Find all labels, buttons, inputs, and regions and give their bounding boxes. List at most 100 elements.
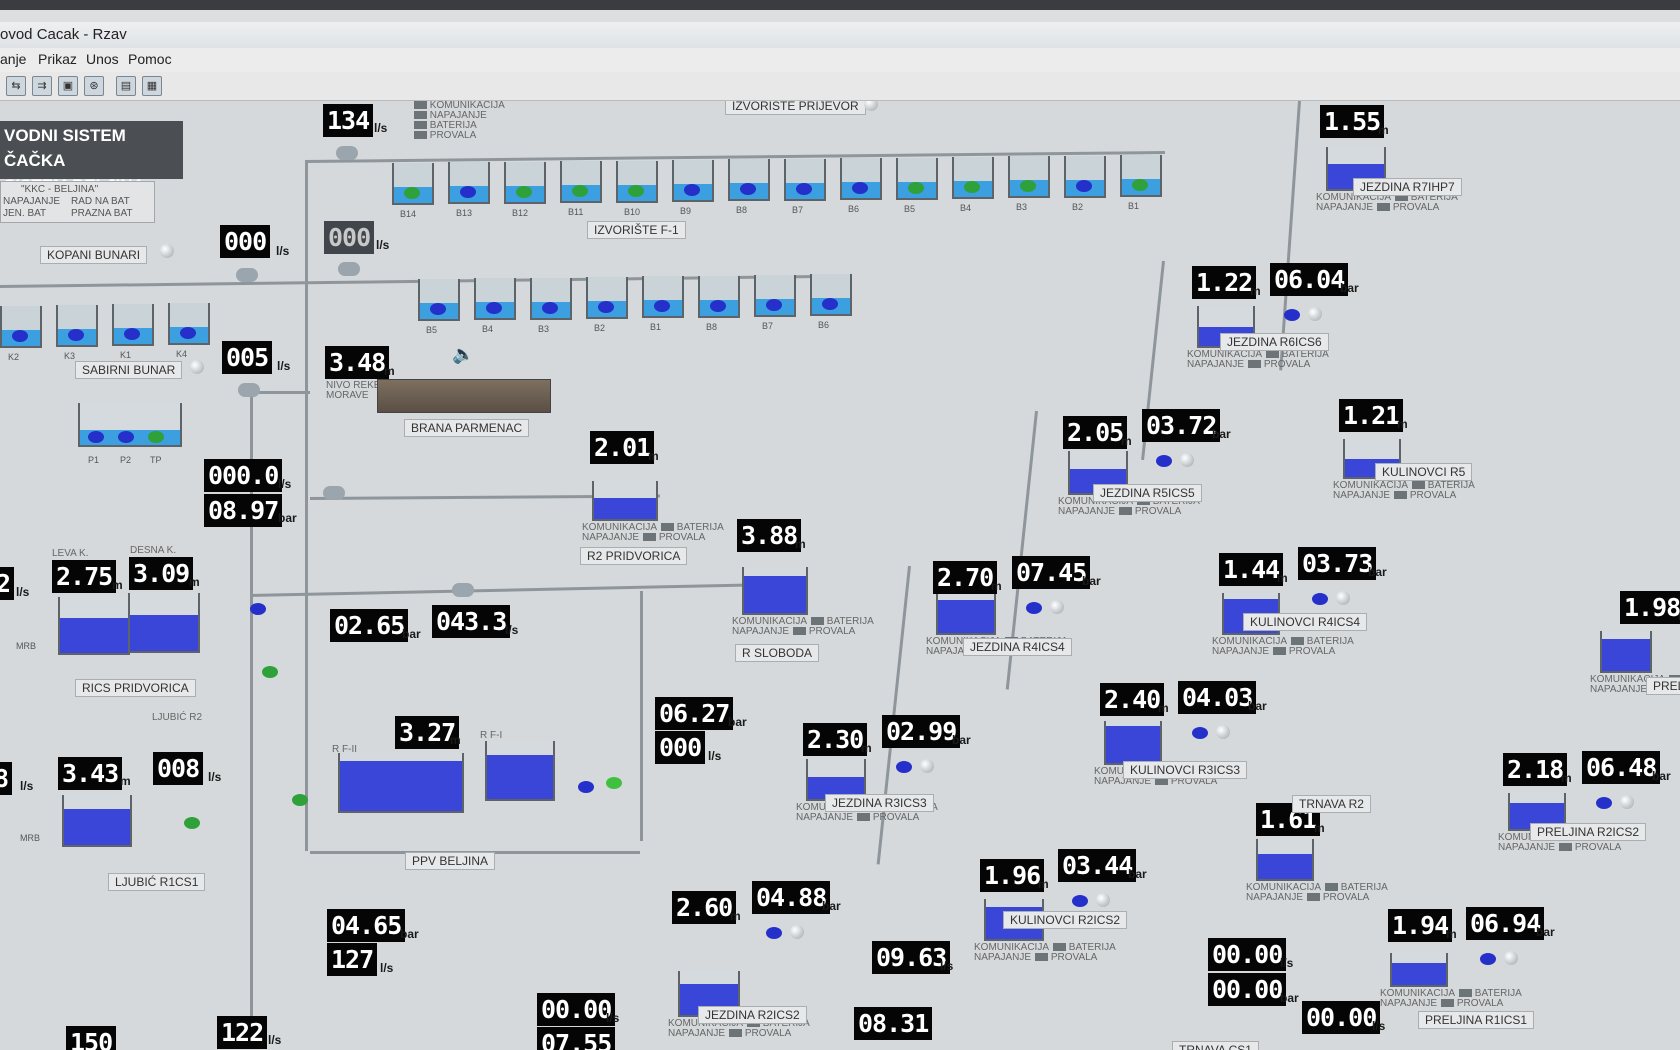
well-pump[interactable]: [542, 301, 558, 314]
well-pump[interactable]: [598, 300, 614, 313]
station-indicator[interactable]: [1308, 307, 1322, 321]
prijevor-flow-display: 134: [323, 104, 374, 137]
station-pump[interactable]: [896, 761, 912, 773]
station-indicator[interactable]: [1620, 795, 1634, 809]
menu-item-prikaz[interactable]: Prikaz: [38, 51, 77, 67]
well-pump[interactable]: [852, 182, 868, 195]
well-pump[interactable]: [1020, 180, 1036, 193]
well-pump[interactable]: [684, 184, 700, 196]
station-indicator[interactable]: [1096, 893, 1110, 907]
well-pump[interactable]: [1132, 179, 1148, 192]
well-pump[interactable]: [68, 329, 84, 341]
f1-valve[interactable]: [338, 262, 360, 276]
main-valve[interactable]: [323, 486, 345, 500]
well-pump[interactable]: [486, 302, 502, 315]
rics-pump-2[interactable]: [262, 666, 278, 678]
station-pump[interactable]: [1312, 593, 1328, 605]
reservoir-level-display: 1.96: [980, 859, 1045, 892]
speaker-icon[interactable]: 🔈: [452, 344, 475, 364]
ppv-level: 3.27: [395, 716, 460, 749]
well-id: B12: [512, 207, 529, 218]
ppv-pump-1[interactable]: [292, 794, 308, 806]
well-pump[interactable]: [796, 182, 812, 195]
network-icon[interactable]: ⇆: [6, 76, 26, 96]
well-pump[interactable]: [124, 328, 140, 340]
reservoir-tank: [936, 591, 996, 635]
unit-label: bar: [1368, 565, 1387, 579]
unit-label: m: [795, 537, 806, 551]
station-indicator[interactable]: [1180, 453, 1194, 467]
well-pump[interactable]: [822, 298, 838, 311]
station-indicator[interactable]: [1336, 591, 1350, 605]
well-id: K3: [64, 351, 76, 361]
sabirni-indicator[interactable]: [190, 360, 204, 374]
station-pump[interactable]: [1156, 455, 1172, 467]
station-pump[interactable]: [1480, 953, 1496, 965]
well-pump[interactable]: [654, 300, 670, 313]
station-pump[interactable]: [1026, 602, 1042, 614]
station-indicator[interactable]: [790, 925, 804, 939]
well-pump[interactable]: [460, 186, 476, 199]
well-pump[interactable]: [964, 181, 980, 193]
station-pump[interactable]: [1596, 797, 1612, 809]
station-pump[interactable]: [766, 927, 782, 939]
well-pump[interactable]: [180, 327, 196, 339]
book-icon[interactable]: ▤: [116, 76, 136, 96]
kopani-indicator[interactable]: [160, 244, 174, 258]
pressure-display: 06.48: [1582, 751, 1661, 784]
reservoir-water-level: [1392, 962, 1446, 985]
reservoir-level-display: 2.40: [1100, 683, 1165, 716]
well-id: B9: [680, 206, 692, 216]
sabirni-pump-p1[interactable]: [88, 431, 104, 443]
menu-item-upravljanje[interactable]: anje: [0, 51, 27, 67]
pressure-display: 06.94: [1466, 907, 1545, 940]
chart-icon[interactable]: ▦: [142, 76, 162, 96]
prijevor-valve[interactable]: [336, 146, 358, 160]
sabirni-valve[interactable]: [238, 383, 260, 397]
sabirni-pump-tp[interactable]: [148, 431, 164, 443]
well-id: B6: [818, 320, 830, 331]
well-pump[interactable]: [628, 184, 644, 197]
sabirni-pump-p2[interactable]: [118, 431, 134, 443]
station-indicator[interactable]: [1504, 951, 1518, 965]
unit-label: m: [1277, 571, 1288, 585]
well-pump[interactable]: [908, 181, 924, 194]
well-pump[interactable]: [430, 303, 446, 315]
izvoriste-prijevor-indicator[interactable]: [864, 101, 878, 111]
ppv-rf1-tank: [485, 741, 555, 801]
station-pump[interactable]: [1284, 309, 1300, 321]
rics-pump-1[interactable]: [250, 603, 266, 615]
well-pump[interactable]: [404, 187, 420, 199]
menu-item-pomoc[interactable]: Pomoc: [128, 51, 172, 67]
station-label: JEZDINA R3ICS3: [825, 794, 934, 812]
reservoir-level-display: 1.44: [1219, 553, 1284, 586]
well-pump[interactable]: [740, 183, 756, 196]
well-pump[interactable]: [516, 185, 532, 198]
station-indicator[interactable]: [1216, 725, 1230, 739]
kopani-valve[interactable]: [236, 268, 258, 282]
well-id: B8: [736, 205, 748, 216]
well-pump[interactable]: [766, 298, 782, 311]
ljubic-pump[interactable]: [184, 817, 200, 829]
station-pump[interactable]: [1072, 895, 1088, 907]
station-indicator[interactable]: [1050, 600, 1064, 614]
station-label: PRELJINA R2ICS2: [1530, 823, 1647, 841]
toolbar: ⇆ ⇉ ▣ ⊛ ▤ ▦: [0, 72, 1680, 101]
well-pump[interactable]: [12, 330, 28, 342]
station-pump[interactable]: [1192, 727, 1208, 739]
well-pump[interactable]: [572, 185, 588, 198]
network-icon[interactable]: ⇉: [32, 76, 52, 96]
well-pump[interactable]: [1076, 179, 1092, 192]
well-pump[interactable]: [710, 299, 726, 312]
station-indicator[interactable]: [920, 759, 934, 773]
well-id: B7: [762, 320, 774, 331]
ppv-pump-2[interactable]: [578, 781, 594, 793]
monitor-icon[interactable]: ▣: [58, 76, 78, 96]
reservoir-water-level: [744, 576, 806, 613]
center-flow: 000: [655, 731, 706, 764]
well-id: B13: [456, 208, 473, 219]
mid-valve[interactable]: [452, 583, 474, 597]
antenna-icon[interactable]: ⊛: [84, 76, 104, 96]
unit-label: m: [1121, 434, 1132, 448]
menu-item-unos[interactable]: Unos: [86, 51, 119, 67]
